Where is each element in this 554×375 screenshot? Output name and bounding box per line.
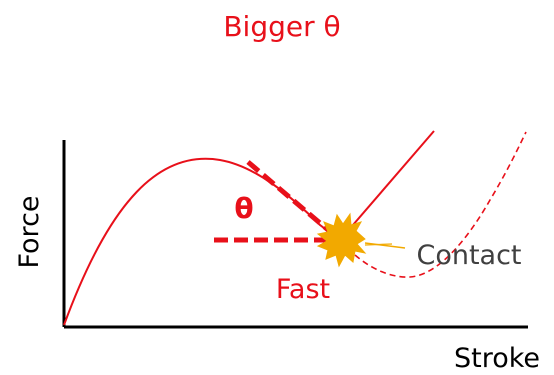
- diagram-title: Bigger θ: [223, 10, 340, 43]
- contact-pointer-line-2: [364, 243, 393, 246]
- contact-pointer-line: [364, 242, 406, 249]
- force-curve-dashed: [354, 131, 527, 278]
- theta-label: θ: [234, 192, 253, 225]
- force-curve-after-contact: [339, 130, 435, 241]
- y-axis-label: Force: [14, 195, 45, 268]
- contact-label: Contact: [416, 240, 521, 271]
- force-curve-solid: [63, 157, 341, 326]
- fast-label: Fast: [276, 274, 330, 305]
- slope-dashed-line: [246, 160, 342, 242]
- contact-star-icon: [316, 212, 367, 268]
- x-axis-label: Stroke: [454, 343, 540, 374]
